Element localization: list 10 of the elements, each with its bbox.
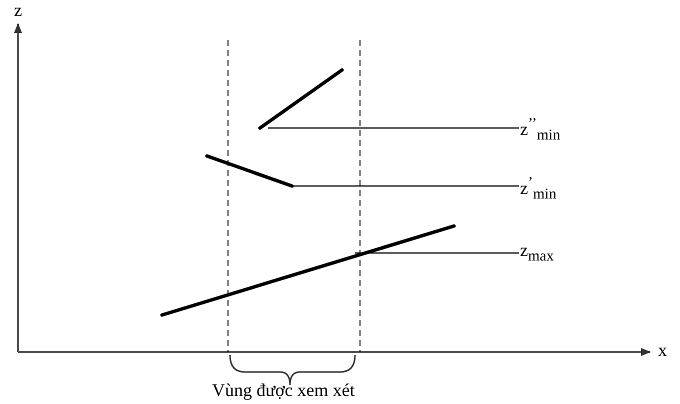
leader-line [355,252,519,254]
line-segment [205,154,294,188]
line-segment [160,224,456,317]
leader-line [268,127,519,129]
axis-label: x [658,340,667,360]
region-caption: Vùng được xem xét [212,380,355,400]
line-segment [258,68,344,130]
leader-line [292,185,519,187]
axis-label: z [14,0,22,20]
curve-label: z$_{max}$ [520,240,554,267]
